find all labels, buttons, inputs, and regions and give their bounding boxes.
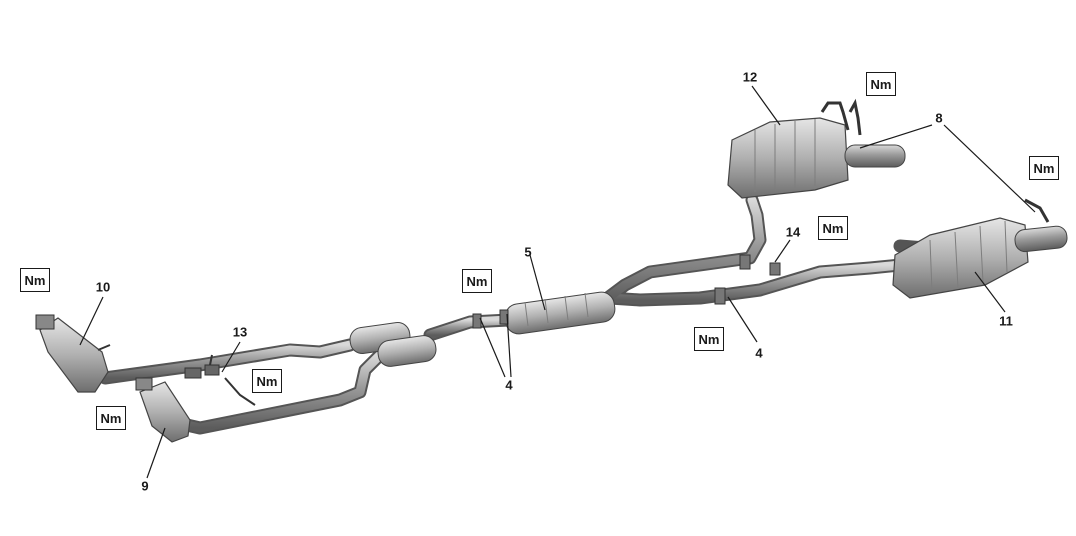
middle-catalytic-converters [349,322,437,367]
callout-11: 11 [999,313,1013,329]
torque-symbol-8: Nm [1029,156,1059,180]
callout-9: 9 [141,478,149,494]
callout-13: 13 [232,324,248,340]
torque-symbol-4-left: Nm [462,269,492,293]
center-silencer-5 [504,291,616,335]
leader-lines [79,85,1036,479]
callout-10: 10 [95,279,111,295]
catalytic-converter-9 [135,377,191,443]
sensor-bracket-13 [184,354,256,406]
rear-muffler-11 [892,198,1068,299]
callout-4-left: 4 [505,377,513,393]
callout-8: 8 [935,110,943,126]
torque-symbol-14: Nm [818,216,848,240]
callout-12: 12 [742,69,758,85]
torque-symbol-9: Nm [96,406,126,430]
catalytic-converter-10 [35,314,111,393]
torque-symbol-12: Nm [866,72,896,96]
torque-symbol-10: Nm [20,268,50,292]
callout-5: 5 [524,244,532,260]
rear-muffler-12 [727,98,906,199]
torque-symbol-13: Nm [252,369,282,393]
torque-symbol-4-right: Nm [694,327,724,351]
callout-4-right: 4 [755,345,763,361]
exhaust-pipes [98,193,932,435]
callout-14: 14 [785,224,801,240]
